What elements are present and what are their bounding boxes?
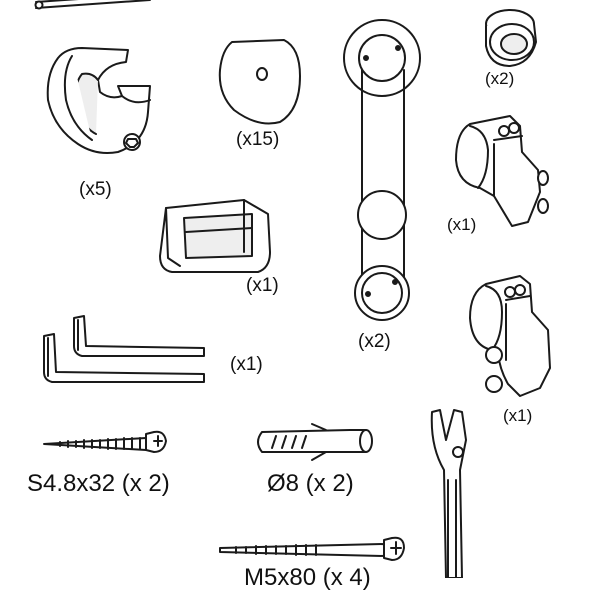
wrench-icon <box>430 409 467 578</box>
bolt-screw-icon <box>219 536 405 561</box>
anchor-spec-label: Ø8 (x 2) <box>267 470 354 497</box>
mounting-bracket-lower-icon <box>469 275 551 397</box>
mounting-bracket-upper-icon <box>455 115 549 227</box>
wood-screw-icon <box>43 430 167 453</box>
floor-guide-icon <box>159 199 271 273</box>
parts-illustration <box>34 0 551 578</box>
hex-keys-icon <box>43 315 205 383</box>
bracket-upper-quantity: (x1) <box>447 215 477 234</box>
saddle-clamp-icon <box>46 47 151 154</box>
hex-keys-quantity: (x1) <box>230 354 263 375</box>
cap-quantity: (x2) <box>485 69 515 88</box>
bracket-lower-quantity: (x1) <box>503 406 533 425</box>
end-cap-icon <box>485 9 537 67</box>
washer-icon <box>218 39 301 125</box>
rod-fragment <box>34 0 151 10</box>
guide-quantity: (x1) <box>246 275 279 296</box>
roller-hanger-quantity: (x2) <box>358 331 391 352</box>
roller-hanger-icon <box>343 19 421 321</box>
screw-spec-label: S4.8x32 (x 2) <box>27 470 170 497</box>
wall-anchor-icon <box>257 423 373 461</box>
washer-quantity: (x15) <box>236 129 280 150</box>
bolt-spec-label: M5x80 (x 4) <box>244 564 371 591</box>
saddle-clamp-quantity: (x5) <box>79 179 112 200</box>
